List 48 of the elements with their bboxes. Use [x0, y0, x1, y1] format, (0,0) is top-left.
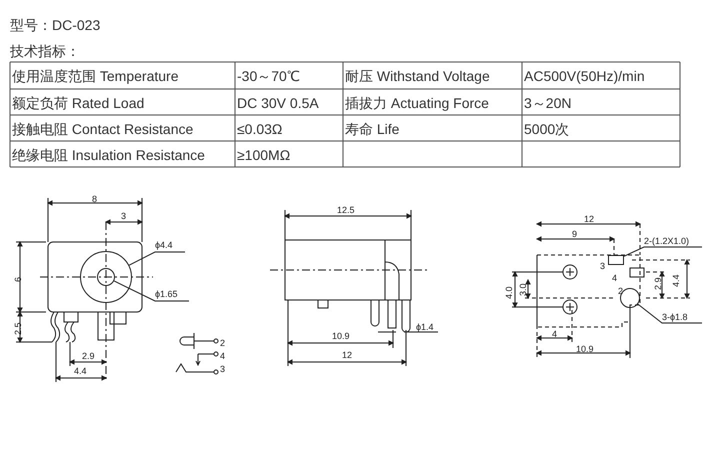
dimension-label: 2.9: [82, 352, 95, 361]
callout-label: 2-(1.2X1.0): [644, 236, 702, 247]
hole-outline: [80, 251, 132, 303]
dimension-label: 4.0: [505, 286, 514, 299]
dimension-label: 10.9: [576, 345, 594, 354]
dimension-label: 12: [342, 351, 352, 360]
callout-label: ϕ1.65: [155, 289, 189, 301]
dimension-label: 4.4: [672, 274, 681, 287]
dimension-label: 12: [584, 215, 594, 224]
leader-line: [624, 246, 702, 257]
dimension-label: 4.4: [74, 367, 87, 376]
pin-number: 4: [220, 352, 226, 361]
dimension-label: 12.5: [337, 206, 355, 215]
dimension-label: 3.0: [519, 283, 528, 296]
table-cell: 接触电阻 Contact Resistance: [12, 122, 194, 136]
callout-label: 3-ϕ1.8: [662, 312, 702, 323]
table-cell: 5000次: [524, 122, 570, 136]
dimension-label: ϕ1.4: [416, 323, 434, 332]
dimension-label: 4: [552, 330, 558, 339]
dimension-label: 10.9: [332, 332, 350, 341]
section-heading: 技术指标：: [10, 44, 80, 58]
dimension-label: 8: [92, 195, 98, 204]
table-cell: 绝缘电阻 Insulation Resistance: [12, 148, 205, 162]
pin-number: 2: [220, 339, 226, 348]
dimension-label: 2.9: [654, 277, 663, 290]
pin-number: 3: [220, 365, 226, 374]
table-cell: 使用温度范围 Temperature: [12, 69, 178, 83]
pin-number: 4: [612, 274, 618, 283]
table-cell: 寿命 Life: [345, 122, 400, 136]
table-cell: ≤0.03Ω: [237, 122, 282, 136]
table-cell: 额定负荷 Rated Load: [12, 96, 144, 110]
table-cell: AC500V(50Hz)/min: [524, 69, 645, 83]
table-cell: 插拔力 Actuating Force: [345, 96, 489, 110]
table-cell: -30～70℃: [237, 69, 300, 83]
dimension-label: 3: [121, 212, 126, 221]
leader-line: [128, 252, 186, 266]
pin-number: 3: [600, 262, 606, 271]
callout-label: ϕ4.4: [155, 240, 185, 252]
hole-outline: [620, 288, 640, 308]
model-title: 型号：DC-023: [10, 18, 100, 32]
solder-pad: [608, 255, 624, 265]
table-cell: DC 30V 0.5A: [237, 96, 319, 110]
table-cell: 3～20N: [524, 96, 572, 110]
dimension-label: 9: [572, 230, 578, 239]
leader-line: [114, 280, 190, 302]
table-cell: 耐压 Withstand Voltage: [345, 69, 490, 83]
leader-line: [637, 304, 702, 324]
table-cell: ≥100MΩ: [237, 148, 290, 162]
